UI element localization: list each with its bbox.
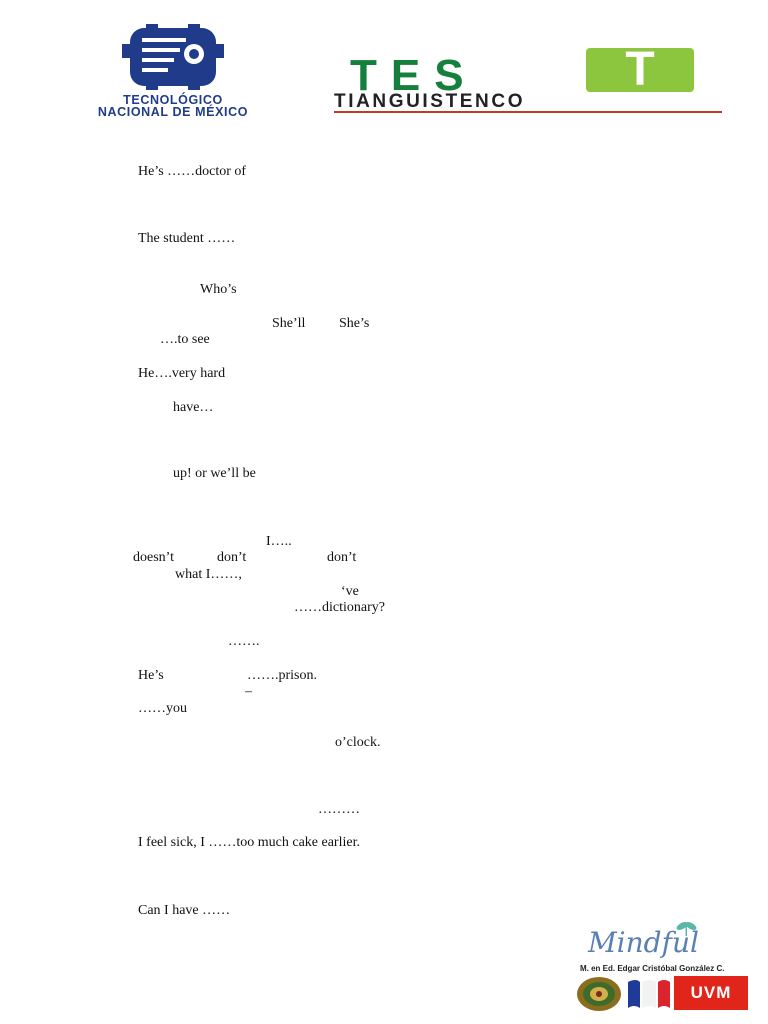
fragment-up-or-well-be: up! or we’ll be xyxy=(173,466,256,481)
tecnm-line-1: TECNOLÓGICO xyxy=(123,93,223,107)
fragment-whos: Who’s xyxy=(200,282,237,297)
fragment-to-see: ….to see xyxy=(160,332,210,347)
crest-icon xyxy=(577,977,621,1011)
fragment-i: I….. xyxy=(266,534,292,549)
fragment-what-i: what I……, xyxy=(175,567,242,582)
fragment-dictionary: ……dictionary? xyxy=(294,600,385,615)
tecnm-gear-icon xyxy=(122,24,224,90)
fragment-doctor: He’s ……doctor of xyxy=(138,164,247,179)
fragment-very-hard: He….very hard xyxy=(138,366,226,381)
tes-logo: TES T TIANGUISTENCO xyxy=(332,44,726,116)
tecnm-logo: TECNOLÓGICO NACIONAL DE MÉXICO xyxy=(58,24,288,118)
fragment-you: ……you xyxy=(138,701,187,716)
fragment-shell: She’ll xyxy=(272,316,306,331)
flag-icon xyxy=(628,980,670,1008)
leaf-icon xyxy=(676,922,697,936)
fragment-i-feel-sick: I feel sick, I ……too much cake earlier. xyxy=(138,835,360,850)
fragment-dont-1: don’t xyxy=(217,550,247,565)
author-credit: M. en Ed. Edgar Cristóbal González C. xyxy=(580,964,725,973)
tes-wordmark: TES xyxy=(350,51,478,100)
footer-branding: Mindful M. en Ed. Edgar Cristóbal Gonzál… xyxy=(574,918,754,1018)
fragment-dash: – xyxy=(245,684,252,699)
fragment-ve: ‘ve xyxy=(341,584,359,599)
fragment-shes: She’s xyxy=(339,316,370,331)
fragment-doesnt: doesn’t xyxy=(133,550,174,565)
fragment-hes: He’s xyxy=(138,668,164,683)
tes-t-box: T xyxy=(586,46,694,94)
fragment-can-i-have: Can I have …… xyxy=(138,903,231,918)
mindful-logo: Mindful xyxy=(588,926,699,959)
fragment-prison: …….prison. xyxy=(247,668,317,683)
fragment-oclock: o’clock. xyxy=(335,735,381,750)
fragment-ellipsis-2: ……… xyxy=(318,802,360,817)
uvm-logo: UVM xyxy=(674,976,748,1010)
tes-underline xyxy=(334,111,722,113)
fragment-ellipsis-1: ……. xyxy=(228,634,260,649)
tecnm-line-2: NACIONAL DE MÉXICO xyxy=(97,105,249,119)
tianguistenco-wordmark: TIANGUISTENCO xyxy=(334,91,526,112)
fragment-have: have… xyxy=(173,400,214,415)
fragment-the-student: The student …… xyxy=(138,231,236,246)
fragment-dont-2: don’t xyxy=(327,550,357,565)
